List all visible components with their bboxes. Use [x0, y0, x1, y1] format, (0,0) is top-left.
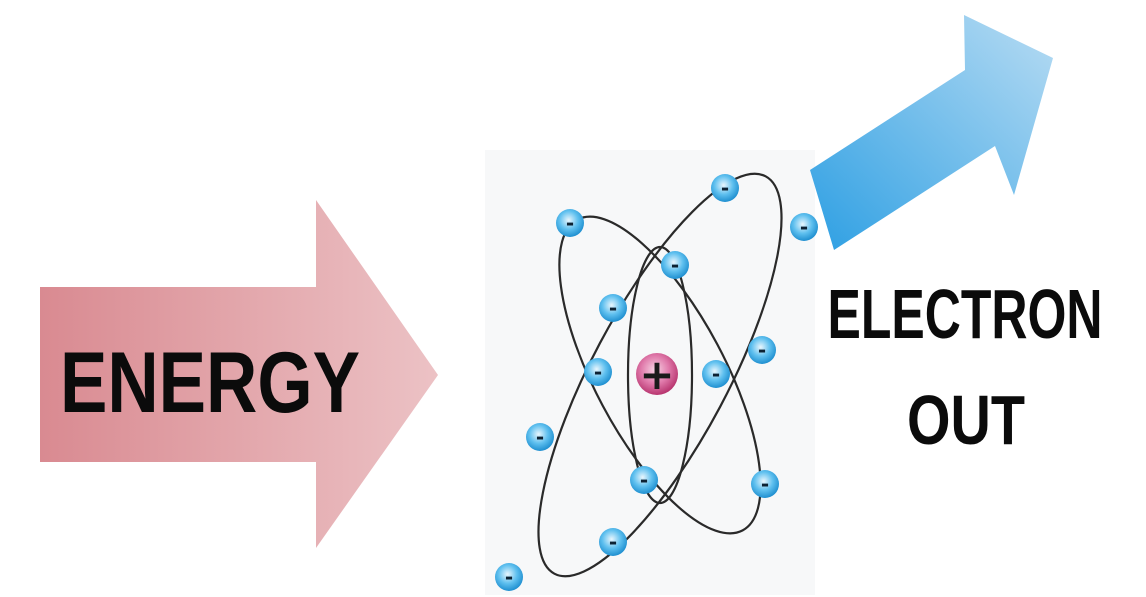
svg-text:-: - — [609, 296, 617, 320]
electron: - — [748, 336, 776, 364]
svg-text:-: - — [594, 360, 602, 384]
electron-out-arrow — [810, 15, 1053, 250]
svg-text:-: - — [800, 215, 808, 239]
svg-text:-: - — [721, 176, 729, 200]
svg-text:-: - — [761, 472, 769, 496]
svg-text:-: - — [536, 425, 544, 449]
energy-arrow-shape — [40, 200, 438, 548]
electron-out-label-line-1: ELECTRON — [828, 275, 1103, 353]
energy-arrow: ENERGY — [40, 200, 438, 548]
electron: - — [630, 466, 658, 494]
electron-out-arrow-shape — [810, 15, 1053, 250]
orbit-ellipse-3 — [626, 245, 694, 505]
electrons: - - - - - - - — [495, 174, 818, 591]
orbit-ellipse-1 — [537, 172, 783, 578]
svg-text:-: - — [758, 338, 766, 362]
svg-text:-: - — [640, 468, 648, 492]
nucleus-plus-sign: + — [639, 350, 674, 399]
electron: - — [661, 251, 689, 279]
svg-text:-: - — [712, 362, 720, 386]
electron: - — [584, 358, 612, 386]
svg-text:-: - — [671, 253, 679, 277]
electron: - — [556, 209, 584, 237]
energy-label: ENERGY — [60, 335, 360, 431]
electron: - — [790, 213, 818, 241]
electron: - — [751, 470, 779, 498]
electron-out-label-line-2: OUT — [907, 381, 1025, 459]
electron-out-label: ELECTRON OUT — [828, 275, 1103, 459]
atom: + - - - - - — [495, 172, 818, 591]
electron: - — [599, 528, 627, 556]
electron: - — [702, 360, 730, 388]
electron: - — [599, 294, 627, 322]
svg-text:-: - — [566, 211, 574, 235]
electron: - — [526, 423, 554, 451]
nucleus-ball — [636, 353, 678, 395]
svg-text:-: - — [505, 565, 513, 589]
electron: - — [711, 174, 739, 202]
electron: - — [495, 563, 523, 591]
nucleus: + — [636, 350, 678, 399]
svg-text:-: - — [609, 530, 617, 554]
